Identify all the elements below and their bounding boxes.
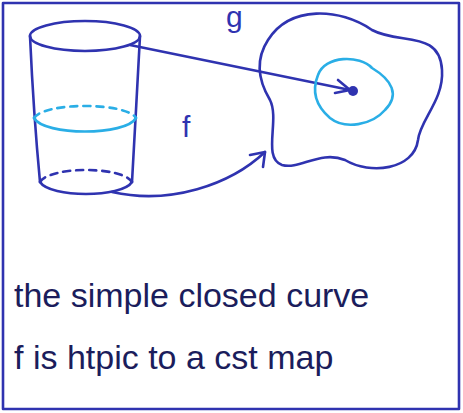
cylinder-top <box>30 21 140 51</box>
image-curve <box>315 59 393 125</box>
arrowhead <box>250 152 265 167</box>
note-text: f is htpic to a cst map <box>14 340 333 374</box>
map-name: g <box>226 2 243 32</box>
cylinder-bottom-back <box>40 170 132 182</box>
target-space <box>260 14 443 169</box>
arrowhead <box>335 80 350 93</box>
curve-back <box>34 106 136 118</box>
curve-front <box>34 118 136 132</box>
map-name: f <box>182 112 190 142</box>
map-arrow-f <box>112 152 265 196</box>
cylinder-side <box>132 36 140 182</box>
frame <box>3 3 459 409</box>
map-arrow-g <box>130 45 350 90</box>
point <box>348 86 358 96</box>
note-text: the simple closed curve <box>14 278 369 312</box>
cylinder-side <box>30 36 40 182</box>
